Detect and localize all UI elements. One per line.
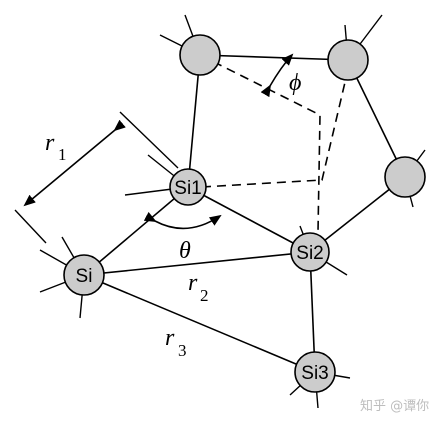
label-r1-sub: 1 (58, 145, 67, 164)
label-r3-sub: 3 (178, 341, 187, 360)
label-theta: θ (179, 238, 191, 264)
label-phi: ϕ (289, 70, 301, 96)
atom-si (63, 254, 105, 296)
atom-si1 (169, 168, 207, 206)
theta-arrow (143, 211, 222, 230)
phi-arrow (260, 53, 294, 98)
dihedral-dashes (199, 54, 347, 233)
atom-si3 (294, 351, 336, 393)
atoms (63, 34, 426, 393)
label-r2-sub: 2 (200, 286, 209, 305)
bond-si1-si (83, 186, 189, 276)
label-si: Si (76, 266, 93, 287)
atom-top-right (327, 39, 369, 81)
bond-top-si1 (187, 54, 201, 188)
r1-dimension (14, 111, 179, 244)
label-r2: r (188, 270, 198, 296)
bonds (83, 54, 406, 373)
bond-si-si3 (83, 274, 316, 373)
label-si1: Si1 (174, 178, 201, 199)
bond-top (199, 54, 349, 61)
bond-si1-si2 (187, 186, 311, 253)
atom-right (384, 156, 426, 198)
label-si2: Si2 (296, 243, 323, 264)
label-si3: Si3 (301, 363, 328, 384)
bond-right (347, 59, 406, 178)
bond-si-si2 (83, 251, 311, 276)
watermark: 知乎 @谭你 (360, 398, 429, 414)
atom-si2 (290, 232, 330, 272)
atom-top-left (179, 34, 221, 76)
label-r1: r (45, 130, 55, 156)
label-r3: r (165, 325, 175, 351)
